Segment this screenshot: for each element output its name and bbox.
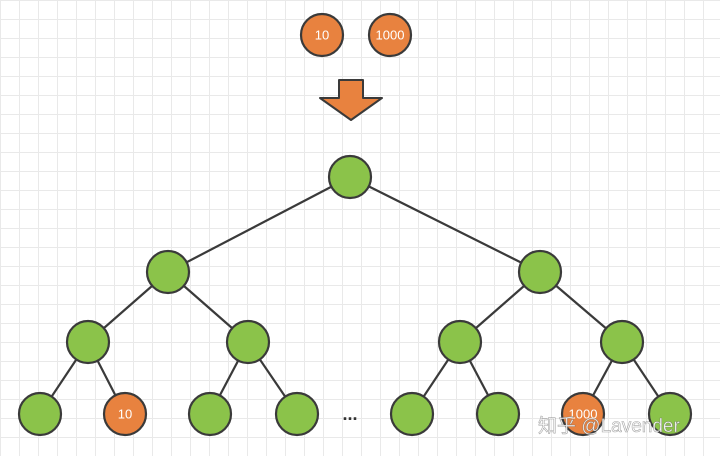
tree-node-root <box>327 154 373 200</box>
leaf-2-label: 10 <box>118 407 132 422</box>
tree-node-r <box>517 249 563 295</box>
leaf-1 <box>17 391 63 437</box>
tree-node-l <box>145 249 191 295</box>
input-node-1-label: 10 <box>315 28 329 43</box>
input-node-2: 1000 <box>367 12 413 58</box>
ellipsis: ... <box>342 404 357 424</box>
tree-node-ll <box>65 319 111 365</box>
tree-node-rl <box>437 319 483 365</box>
leaf-4 <box>274 391 320 437</box>
tree-node-lr <box>225 319 271 365</box>
watermark-text: 知乎 @Lavender <box>538 415 680 437</box>
leaf-2: 10 <box>102 391 148 437</box>
edge-root-left <box>167 176 351 273</box>
tree-node-rr <box>599 319 645 365</box>
tree-internal-nodes <box>65 154 645 365</box>
edge-root-right <box>349 176 541 273</box>
down-arrow-icon <box>319 79 383 121</box>
leaf-6 <box>475 391 521 437</box>
leaf-7: 1000 <box>560 391 606 437</box>
leaf-5 <box>389 391 435 437</box>
input-node-1: 10 <box>299 12 345 58</box>
leaf-7-label: 1000 <box>569 407 598 422</box>
leaf-3 <box>187 391 233 437</box>
input-node-2-label: 1000 <box>376 28 405 43</box>
tree-edges <box>39 176 671 415</box>
leaf-8 <box>647 391 693 437</box>
